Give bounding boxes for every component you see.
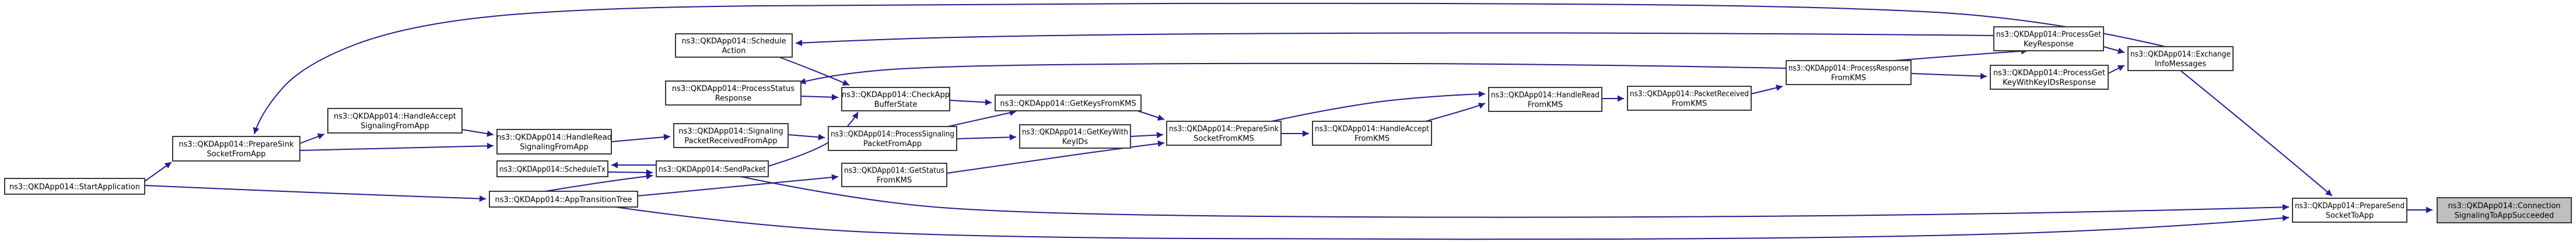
node-process-signaling-packet-from-app[interactable]: ns3::QKDApp014::ProcessSignalingPacketFr…: [828, 126, 957, 151]
edge-signaling-packet-received-from-app--process-signaling-packet-from-app: [788, 134, 825, 141]
edge-handle-accept-signaling-from-app--handle-read-signaling-from-app: [461, 129, 494, 137]
edge-schedule-action--check-app-buffer-state: [779, 57, 850, 86]
node-box: [1019, 124, 1131, 149]
edge-exchange-info-messages--prepare-sink-socket-from-app: [253, 2, 2166, 135]
node-box: [172, 136, 300, 162]
edge-process-get-key-with-key-ids-response--exchange-info-messages: [2108, 65, 2125, 74]
edge-prepare-sink-socket-from-kms--handle-read-from-kms: [1271, 90, 1486, 122]
node-handle-read-signaling-from-app[interactable]: ns3::QKDApp014::HandleReadSignalingFromA…: [496, 129, 612, 155]
node-connection-signaling-to-app-succeeded[interactable]: ns3::QKDApp014::ConnectionSignalingToApp…: [2437, 197, 2572, 223]
edge-prepare-sink-socket-from-app--handle-accept-signaling-from-app: [299, 133, 325, 144]
node-box: [2127, 46, 2234, 71]
node-box: [673, 123, 789, 148]
node-box: [665, 80, 802, 106]
node-box: [1488, 87, 1602, 112]
node-box: [496, 160, 608, 177]
node-schedule-tx[interactable]: ns3::QKDApp014::ScheduleTx: [496, 160, 608, 177]
node-process-get-key-with-key-ids-response[interactable]: ns3::QKDApp014::ProcessGetKeyWithKeyIDsR…: [1990, 65, 2109, 90]
node-box: [489, 191, 638, 208]
node-box: [656, 160, 769, 177]
node-box: [841, 87, 950, 111]
nodes-layer: ns3::QKDApp014::StartApplicationns3::QKD…: [4, 26, 2572, 223]
node-box: [995, 94, 1142, 111]
edge-start-application--prepare-sink-socket-from-app: [144, 162, 172, 182]
edge-process-signaling-packet-from-app--get-key-with-key-ids: [956, 134, 1017, 141]
node-start-application[interactable]: ns3::QKDApp014::StartApplication: [4, 178, 145, 195]
edge-handle-read-signaling-from-app--signaling-packet-received-from-app: [611, 134, 671, 142]
edge-process-signaling-packet-from-app--get-keys-from-kms: [947, 110, 1017, 127]
edge-get-key-with-key-ids--prepare-sink-socket-from-kms: [1130, 132, 1164, 139]
node-box: [1627, 86, 1752, 111]
edge-process-get-key-response--schedule-action: [795, 32, 1994, 46]
edge-get-status-from-kms--prepare-sink-socket-from-kms: [946, 140, 1165, 174]
node-box: [1993, 26, 2104, 51]
edge-app-transition-tree--get-status-from-kms: [637, 174, 839, 197]
node-get-keys-from-kms[interactable]: ns3::QKDApp014::GetKeysFromKMS: [995, 94, 1142, 111]
node-box: [1786, 60, 1912, 85]
edge-get-keys-from-kms--prepare-sink-socket-from-kms: [1137, 110, 1165, 121]
node-box: [2437, 197, 2572, 223]
edge-app-transition-tree--prepare-send-socket-to-app: [615, 206, 2290, 240]
node-signaling-packet-received-from-app[interactable]: ns3::QKDApp014::SignalingPacketReceivedF…: [673, 123, 789, 148]
node-box: [828, 126, 957, 151]
node-box: [675, 33, 793, 58]
edge-handle-accept-from-kms--handle-read-from-kms: [1425, 103, 1486, 122]
node-send-packet[interactable]: ns3::QKDApp014::SendPacket: [656, 160, 769, 177]
edge-start-application--app-transition-tree: [144, 185, 487, 202]
edge-packet-received-from-kms--process-response-from-kms: [1751, 85, 1783, 94]
node-app-transition-tree[interactable]: ns3::QKDApp014::AppTransitionTree: [489, 191, 638, 208]
node-box: [1312, 121, 1432, 146]
edge-exchange-info-messages--prepare-send-socket-to-app: [2180, 70, 2333, 197]
node-box: [1166, 121, 1282, 146]
node-handle-accept-signaling-from-app[interactable]: ns3::QKDApp014::HandleAcceptSignalingFro…: [327, 108, 463, 134]
edge-process-response-from-kms--process-get-key-response: [1893, 48, 2028, 61]
edge-send-packet--prepare-send-socket-to-app: [740, 176, 2290, 218]
node-box: [4, 178, 145, 195]
node-box: [2292, 198, 2407, 223]
edge-process-response-from-kms--process-get-key-with-key-ids-response: [1910, 73, 1987, 80]
node-box: [327, 108, 463, 134]
node-box: [496, 129, 612, 155]
edge-process-status-response--check-app-buffer-state: [800, 94, 839, 101]
node-box: [1990, 65, 2109, 90]
edge-process-response-from-kms--process-status-response: [799, 62, 1787, 85]
node-box: [841, 163, 947, 187]
edge-prepare-sink-socket-from-app--handle-read-signaling-from-app: [299, 142, 494, 151]
edge-process-get-key-response--exchange-info-messages: [2103, 46, 2125, 54]
edge-check-app-buffer-state--get-keys-from-kms: [949, 99, 992, 106]
edge-app-transition-tree--send-packet: [545, 173, 653, 192]
edge-schedule-tx--send-packet: [607, 169, 653, 176]
